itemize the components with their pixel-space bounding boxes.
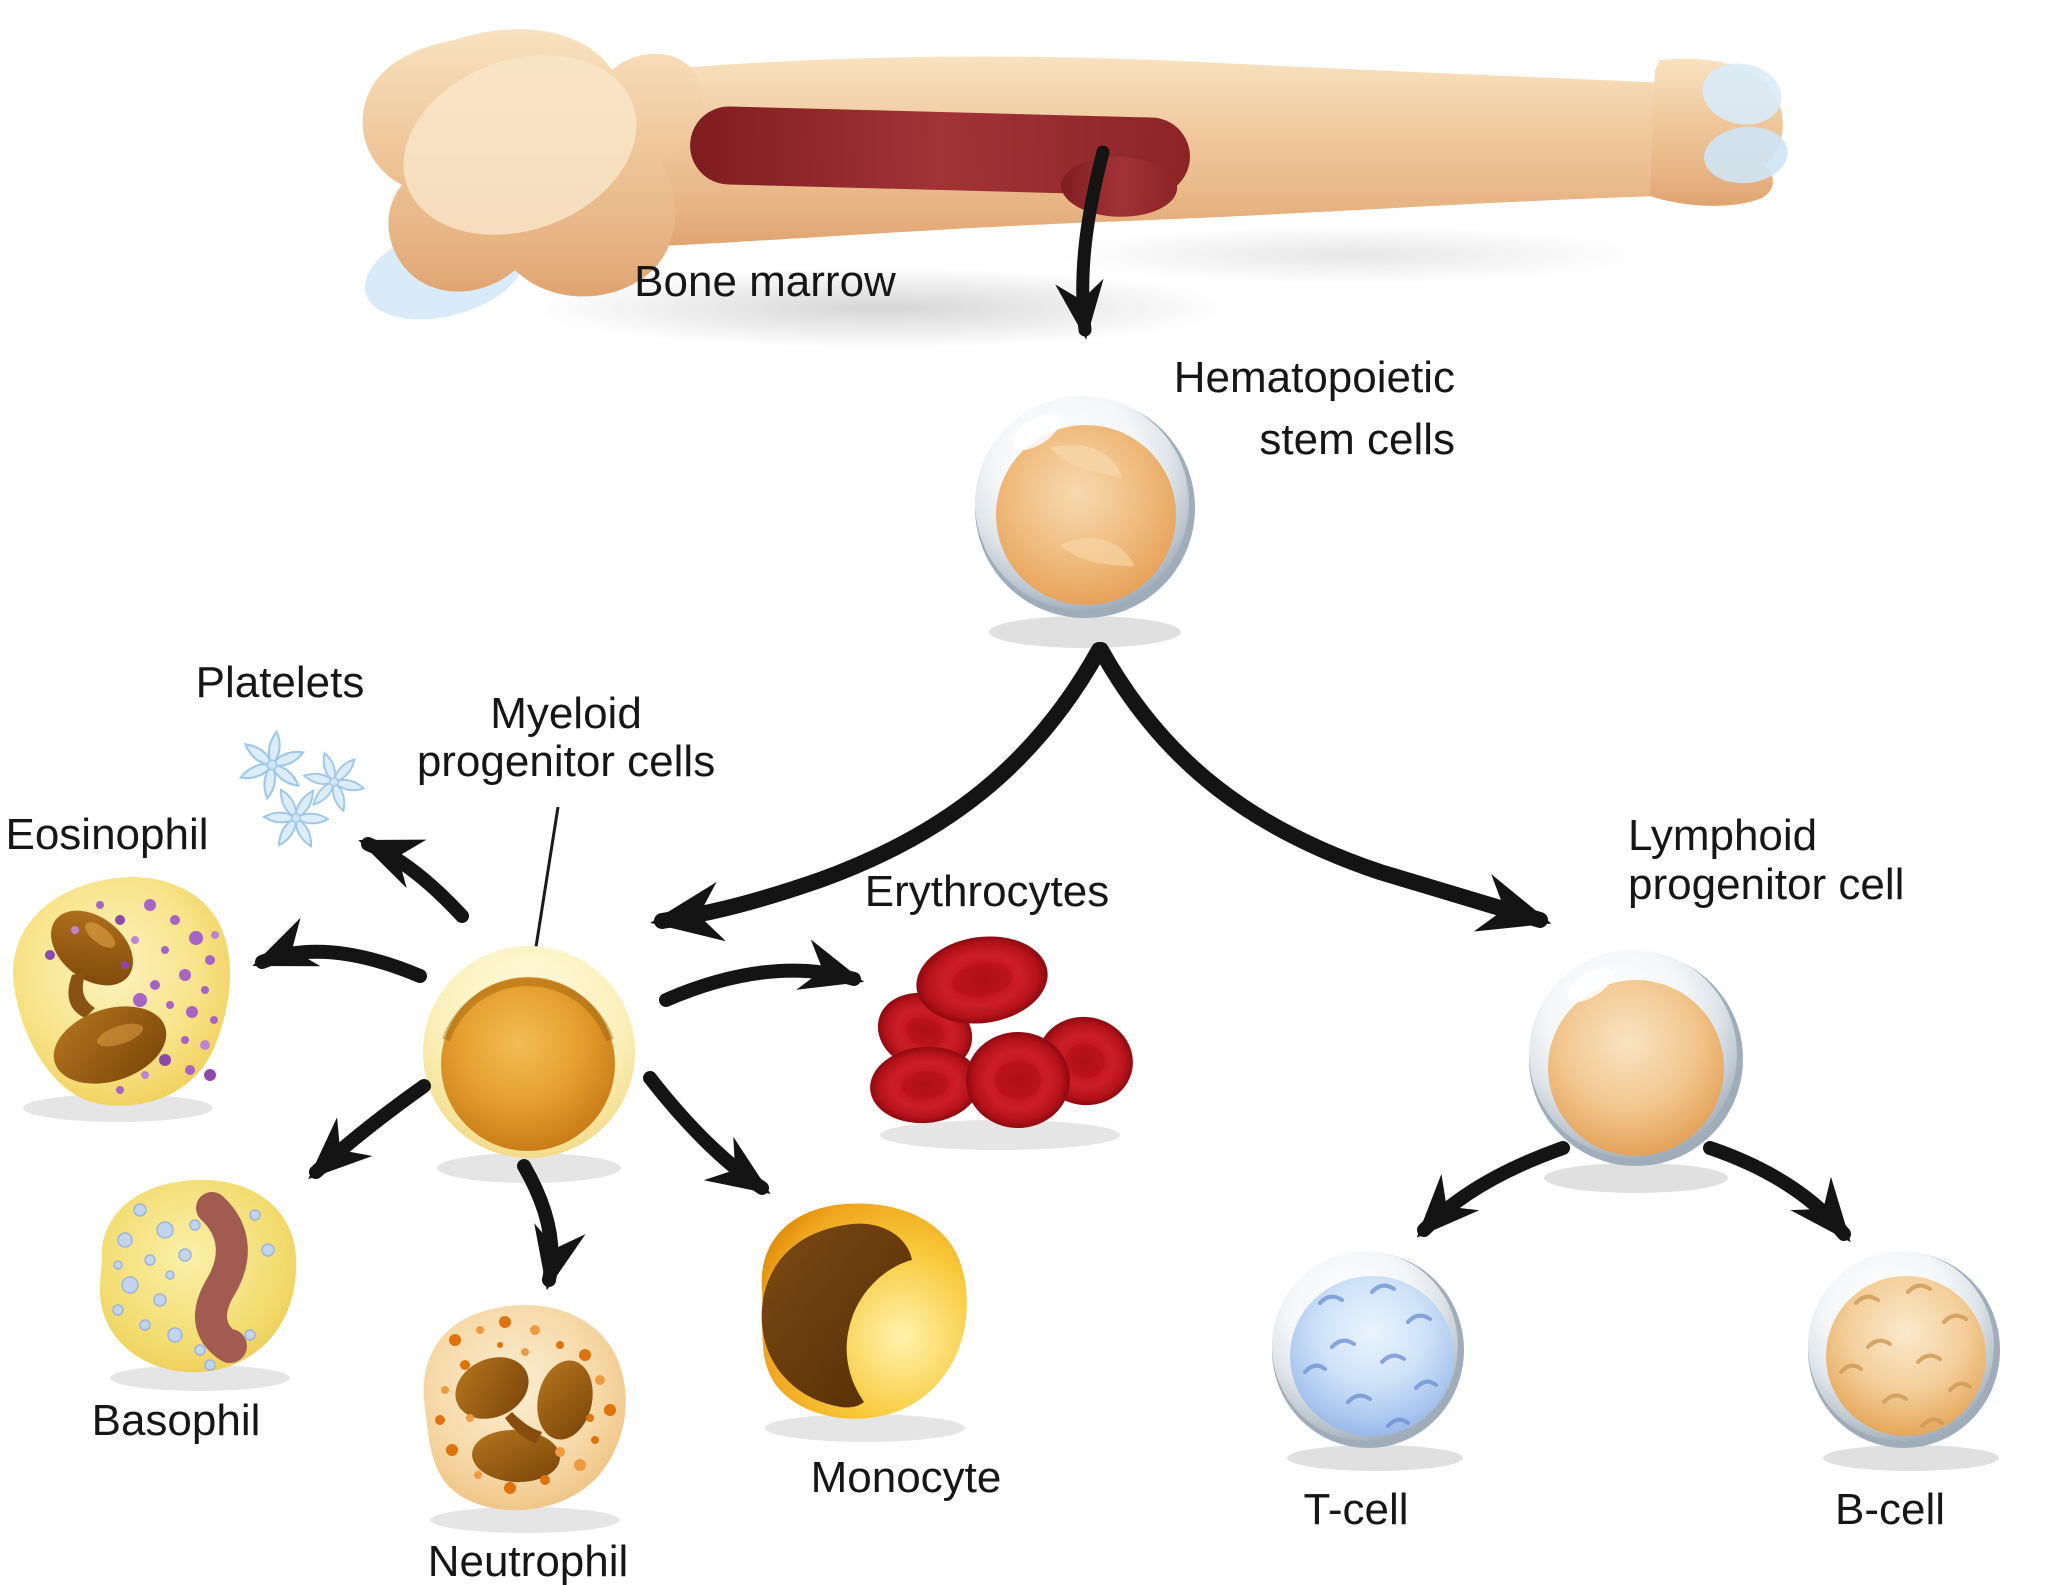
neutrophil-cell: [423, 1305, 626, 1533]
condyle-top: [1702, 63, 1782, 125]
eosinophil-cell: [13, 877, 231, 1122]
stem-cell-gloss: [1012, 413, 1060, 451]
label-myeloid-line2: progenitor cells: [417, 737, 715, 786]
b-cell-texture: [1839, 1283, 1972, 1428]
label-hematopoietic-stem-cells: Hematopoietic stem cells: [1174, 353, 1455, 464]
arrow-myeloid-to-eosinophil: [252, 917, 427, 983]
t-cell-texture: [1303, 1283, 1438, 1428]
neutrophil-granules: [435, 1316, 616, 1494]
label-b-cell: B-cell: [1835, 1485, 1945, 1534]
eosinophil-granules: [45, 899, 219, 1094]
label-hematopoietic-line2: stem cells: [1259, 415, 1455, 464]
arrow-myeloid-to-platelets: [358, 837, 469, 923]
arrow-myeloid-to-basophil: [308, 1079, 431, 1180]
arrow-myeloid-to-monocyte: [643, 1071, 771, 1195]
arrow-stem-to-lymphoid: [1093, 642, 1552, 932]
myeloid-progenitor-cell: [423, 946, 635, 1183]
label-bone-marrow: Bone marrow: [634, 257, 896, 306]
lymphoid-progenitor-cell: [1529, 950, 1743, 1193]
arrow-lymphoid-to-b-cell: [1703, 1141, 1851, 1243]
label-lymphoid-line2: progenitor cell: [1628, 860, 1904, 909]
label-neutrophil: Neutrophil: [428, 1537, 629, 1585]
monocyte-cell: [761, 1203, 967, 1442]
condyle-bottom: [1704, 126, 1788, 184]
label-hematopoietic-line1: Hematopoietic: [1174, 353, 1455, 402]
erythrocytes-cluster: [870, 936, 1133, 1150]
label-eosinophil: Eosinophil: [5, 810, 208, 859]
basophil-cell: [100, 1179, 297, 1391]
label-basophil: Basophil: [92, 1396, 261, 1445]
b-cell: [1808, 1251, 2000, 1471]
arrow-lymphoid-to-t-cell: [1416, 1141, 1570, 1238]
t-cell: [1272, 1251, 1464, 1471]
bone-head-highlight: [403, 55, 637, 235]
arrow-myeloid-to-neutrophil: [517, 1159, 586, 1291]
label-myeloid-line1: Myeloid: [490, 689, 642, 738]
label-erythrocytes: Erythrocytes: [865, 867, 1110, 916]
label-monocyte: Monocyte: [811, 1453, 1002, 1502]
hematopoietic-stem-cell: [975, 396, 1195, 648]
arrow-myeloid-to-erythrocytes: [659, 939, 865, 1007]
arrow-stem-to-myeloid: [650, 642, 1107, 942]
bone-shadow-right: [930, 213, 1770, 297]
myeloid-label-pointer: [531, 806, 560, 967]
arrow-marrow-to-stem-cell: [1055, 145, 1110, 340]
label-t-cell: T-cell: [1303, 1485, 1408, 1534]
platelets-cluster: [236, 727, 376, 860]
bone-illustration: [362, 29, 1788, 366]
label-lymphoid-line1: Lymphoid: [1628, 811, 1817, 860]
basophil-granules: [112, 1203, 275, 1371]
label-platelets: Platelets: [196, 658, 365, 707]
